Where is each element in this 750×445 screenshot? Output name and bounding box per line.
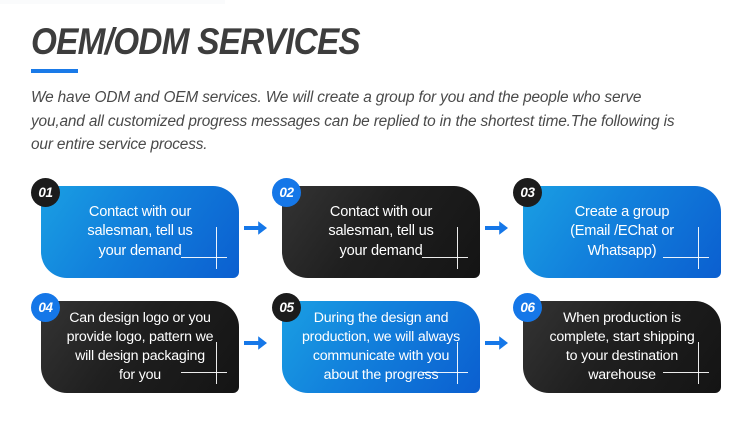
step-card-text: Contact with our salesman, tell us your … (328, 203, 434, 259)
step-cell-01: Contact with our salesman, tell us your … (31, 178, 239, 278)
arrow-right-icon (480, 334, 513, 352)
step-badge-05: 05 (272, 293, 301, 322)
step-cell-06: When production is complete, start shipp… (513, 293, 721, 393)
page-description: We have ODM and OEM services. We will cr… (31, 89, 675, 154)
step-card-06[interactable]: When production is complete, start shipp… (523, 301, 721, 393)
step-cell-02: Contact with our salesman, tell us your … (272, 178, 480, 278)
step-cell-05: During the design and production, we wil… (272, 293, 480, 393)
process-steps-grid: Contact with our salesman, tell us your … (31, 178, 721, 393)
step-badge-02: 02 (272, 178, 301, 207)
step-badge-01: 01 (31, 178, 60, 207)
arrow-right-icon (239, 334, 272, 352)
step-card-text: When production is complete, start shipp… (549, 310, 695, 383)
step-cell-03: Create a group (Email /EChat or Whatsapp… (513, 178, 721, 278)
step-card-text: Contact with our salesman, tell us your … (87, 203, 193, 259)
step-badge-06: 06 (513, 293, 542, 322)
process-row-bottom: Can design logo or you provide logo, pat… (31, 293, 721, 393)
page-title: OEM/ODM SERVICES (31, 21, 361, 62)
step-card-04[interactable]: Can design logo or you provide logo, pat… (41, 301, 239, 393)
step-card-05[interactable]: During the design and production, we wil… (282, 301, 480, 393)
step-badge-04: 04 (31, 293, 60, 322)
page-header: OEM/ODM SERVICES We have ODM and OEM ser… (31, 22, 720, 156)
title-underline-accent (31, 69, 78, 74)
arrow-right-icon (480, 219, 513, 237)
step-card-02[interactable]: Contact with our salesman, tell us your … (282, 186, 480, 278)
step-card-text: Create a group (Email /EChat or Whatsapp… (570, 203, 674, 259)
step-card-text: During the design and production, we wil… (301, 310, 461, 383)
step-card-01[interactable]: Contact with our salesman, tell us your … (41, 186, 239, 278)
step-card-text: Can design logo or you provide logo, pat… (66, 310, 214, 383)
process-row-top: Contact with our salesman, tell us your … (31, 178, 721, 278)
step-cell-04: Can design logo or you provide logo, pat… (31, 293, 239, 393)
step-badge-03: 03 (513, 178, 542, 207)
top-edge-band (0, 0, 225, 4)
step-card-03[interactable]: Create a group (Email /EChat or Whatsapp… (523, 186, 721, 278)
arrow-right-icon (239, 219, 272, 237)
